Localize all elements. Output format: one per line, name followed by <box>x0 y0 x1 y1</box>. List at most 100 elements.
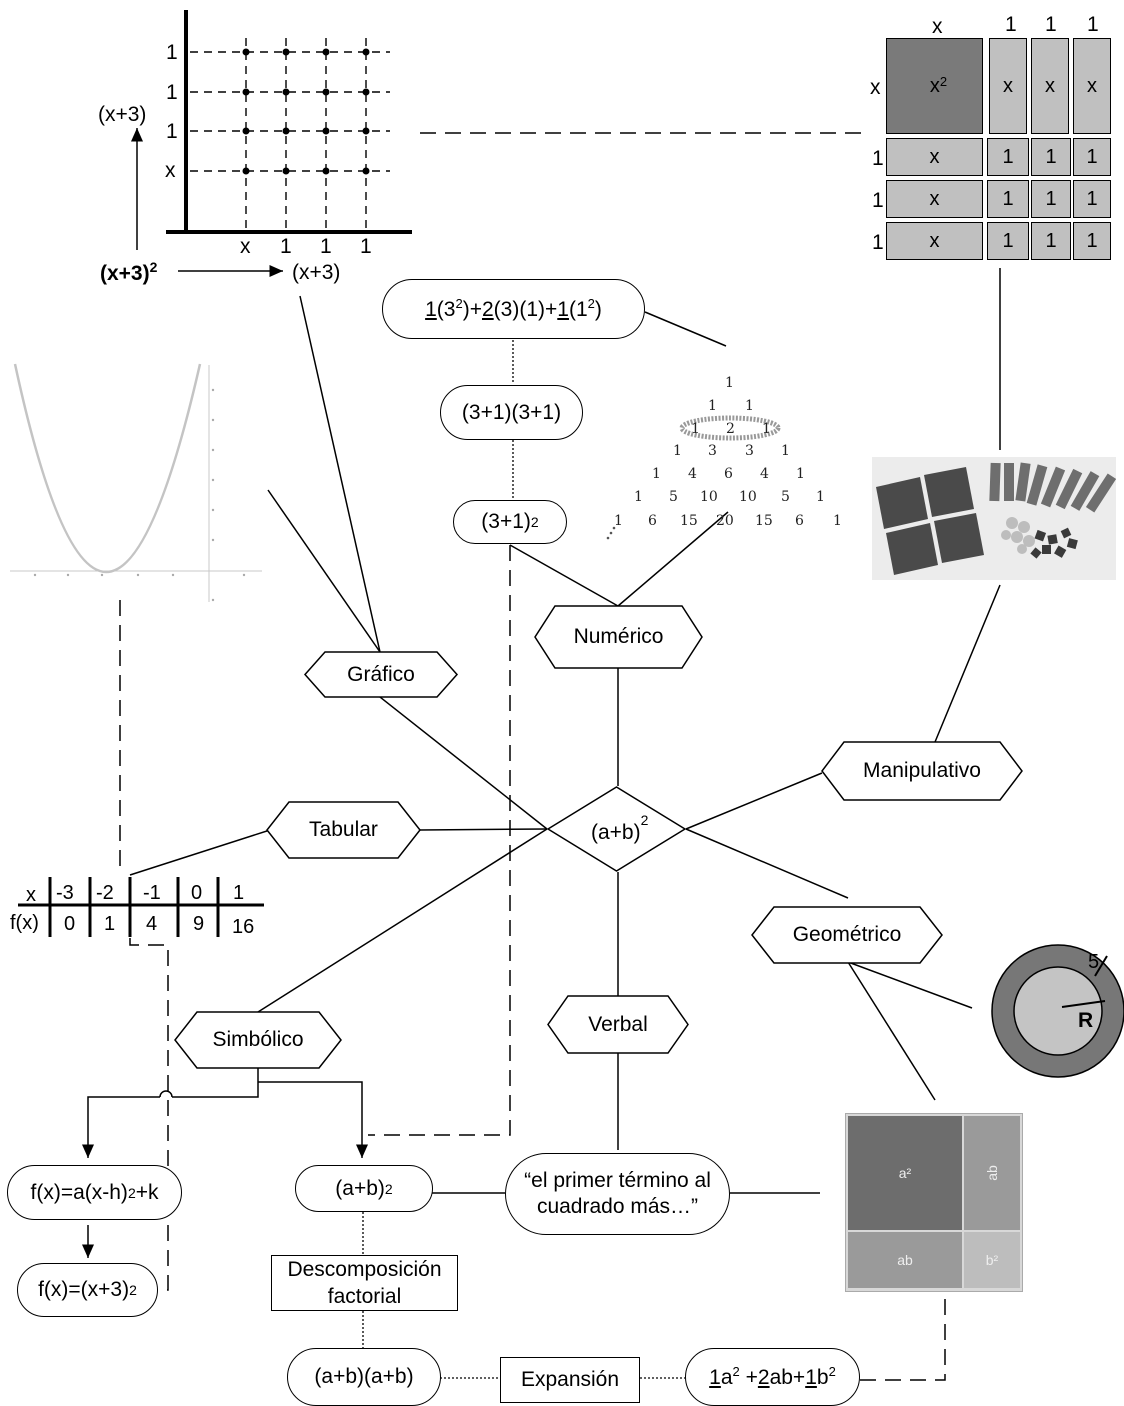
parabola-graph <box>10 363 262 602</box>
annulus-inner-label: R <box>1078 1009 1094 1032</box>
grid-y-tick: 1 <box>166 120 178 143</box>
table-f-value: 0 <box>64 913 76 935</box>
b2-area: b² <box>964 1232 1020 1288</box>
vertex-form: f(x)=a(x-h)2+k <box>7 1165 182 1220</box>
grid-area-label: (x+3)2 <box>100 259 158 285</box>
manipulatives-photo <box>872 457 1117 580</box>
table-x-value: -1 <box>143 882 161 904</box>
pascal-decor <box>606 415 781 540</box>
tiles-left-label: 1 <box>872 189 884 212</box>
x-tile: x <box>886 222 983 260</box>
pascal-number: 4 <box>688 466 697 482</box>
unit-tile: 1 <box>987 222 1029 260</box>
unit-tile: 1 <box>1073 138 1111 176</box>
factorization-label: Descomposición factorial <box>271 1255 458 1311</box>
table-x-value: -3 <box>56 882 74 904</box>
pascal-number: 6 <box>795 513 804 529</box>
grid-x-axis-label: (x+3) <box>292 261 341 284</box>
numeric-power: (3+1)2 <box>453 500 567 544</box>
pascal-number: 1 <box>762 421 771 437</box>
grid-x-tick: 1 <box>320 235 332 258</box>
pascal-number: 10 <box>700 489 718 505</box>
verbal-quote: “el primer término al cuadrado más…” <box>505 1153 730 1235</box>
unit-tile: 1 <box>1073 222 1111 260</box>
pascal-number: 5 <box>669 489 678 505</box>
numerico-node: Numérico <box>534 605 703 669</box>
grafico-node: Gráfico <box>303 651 459 698</box>
grid-x-tick: 1 <box>360 235 372 258</box>
manipulatives-shapes <box>876 462 1117 575</box>
tabular-node: Tabular <box>266 801 421 859</box>
tiles-left-label: 1 <box>872 147 884 170</box>
table-f-value: 4 <box>146 913 158 935</box>
numeric-expansion-text: 1(32)+2(3)(1)+1(12) <box>425 296 602 321</box>
annulus-outer-label: 5 <box>1088 951 1100 973</box>
pascal-number: 1 <box>634 489 643 505</box>
center-binomial: (a+b)2 <box>547 786 686 872</box>
pascal-number: 1 <box>725 375 734 391</box>
tabular-label: Tabular <box>309 818 378 841</box>
pascal-number: 1 <box>652 466 661 482</box>
table-f-value: 16 <box>232 916 255 938</box>
unit-tile: 1 <box>1073 180 1111 218</box>
simbolico-label: Simbólico <box>212 1028 304 1051</box>
grid-y-tick: 1 <box>166 41 178 64</box>
pascal-number: 20 <box>716 513 734 529</box>
numeric-product: (3+1)(3+1) <box>440 385 583 440</box>
center-binomial-label: (a+b)2 <box>591 812 649 844</box>
pascal-number: 1 <box>781 443 790 459</box>
pascal-number: 1 <box>614 513 623 529</box>
pascal-number: 1 <box>745 398 754 414</box>
grid-y-tick: 1 <box>166 81 178 104</box>
pascal-number: 1 <box>708 398 717 414</box>
simbolico-node: Simbólico <box>174 1011 342 1069</box>
a2-area: a² <box>848 1116 962 1230</box>
unit-tile: 1 <box>1031 222 1071 260</box>
x-tile: x <box>886 138 983 176</box>
tiles-left-label: 1 <box>872 231 884 254</box>
pascal-number: 6 <box>724 466 733 482</box>
unit-tile: 1 <box>987 180 1029 218</box>
geometrico-node: Geométrico <box>751 906 943 964</box>
values-table-lines <box>18 877 264 937</box>
x-tile: x <box>1073 38 1111 134</box>
table-f-value: 1 <box>104 913 116 935</box>
pascal-number: 2 <box>726 421 735 437</box>
pascal-number: 3 <box>708 443 717 459</box>
manipulativo-node: Manipulativo <box>821 741 1023 801</box>
table-x-value: 0 <box>191 882 203 904</box>
unit-tile: 1 <box>1031 138 1071 176</box>
tiles-top-label: 1 <box>1005 13 1017 36</box>
manipulativo-label: Manipulativo <box>863 759 981 782</box>
pascal-number: 15 <box>755 513 773 529</box>
expansion-label: Expansión <box>500 1357 640 1403</box>
numerico-label: Numérico <box>573 625 664 648</box>
binomial-product: (a+b)(a+b) <box>287 1348 441 1406</box>
numeric-expansion: 1(32)+2(3)(1)+1(12) <box>382 279 645 339</box>
grid-plot-lines <box>131 10 412 277</box>
x-tile: x <box>989 38 1027 134</box>
expanded-binomial-text: 1a2 +2ab+1b2 <box>709 1364 836 1389</box>
verbal-label: Verbal <box>588 1012 648 1036</box>
pascal-number: 1 <box>673 443 682 459</box>
pascal-number: 6 <box>648 513 657 529</box>
table-x-header: x <box>26 884 36 906</box>
tiles-top-label: 1 <box>1045 13 1057 36</box>
verbal-node: Verbal <box>547 995 689 1054</box>
pascal-number: 15 <box>680 513 698 529</box>
geometric-square: a² ab ab b² <box>845 1113 1023 1292</box>
grid-x-tick: 1 <box>280 235 292 258</box>
grid-y-tick: x <box>165 159 176 182</box>
grid-x-tick: x <box>240 235 251 258</box>
annulus-shape <box>991 944 1124 1078</box>
specific-form: f(x)=(x+3)2 <box>17 1263 158 1317</box>
table-f-value: 9 <box>193 913 205 935</box>
table-x-value: 1 <box>233 882 245 904</box>
pascal-number: 1 <box>796 466 805 482</box>
binomial-square: (a+b)2 <box>295 1165 433 1212</box>
pascal-number: 1 <box>816 489 825 505</box>
pascal-number: 4 <box>760 466 769 482</box>
x-tile: x <box>886 180 983 218</box>
table-x-value: -2 <box>96 882 114 904</box>
